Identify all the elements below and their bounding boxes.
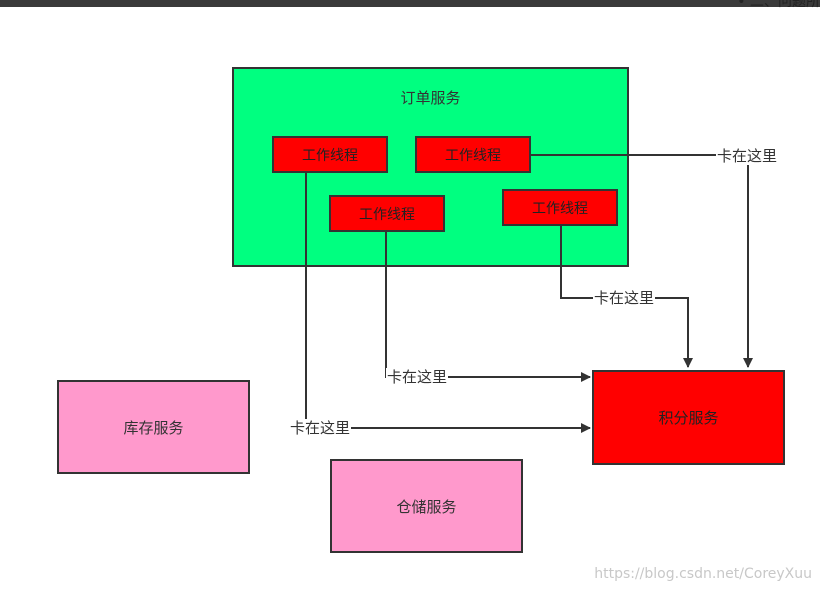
connector-thread-1 [305,173,591,433]
worker-thread-label: 工作线程 [359,206,415,223]
worker-thread-label: 工作线程 [445,147,501,164]
worker-thread-4: 工作线程 [502,189,618,226]
stuck-label-4: 卡在这里 [289,419,352,437]
watermark: https://blog.csdn.net/CoreyXuu [594,566,812,582]
worker-thread-2: 工作线程 [415,136,531,173]
stuck-label-3: 卡在这里 [386,368,449,386]
worker-thread-label: 工作线程 [532,200,588,217]
stuck-label-2: 卡在这里 [593,289,656,307]
warehouse-service-label: 仓储服务 [396,497,457,516]
top-bar: • 二、问题所 [0,0,820,10]
inventory-service-label: 库存服务 [123,418,184,437]
worker-thread-3: 工作线程 [329,195,445,232]
connector-thread-2 [531,154,753,368]
order-service-label: 订单服务 [400,89,461,107]
stuck-label-1: 卡在这里 [716,147,779,165]
points-service-label: 积分服务 [658,409,719,427]
points-service-box: 积分服务 [592,370,785,465]
connector-thread-3 [385,232,591,382]
warehouse-service-box: 仓储服务 [330,459,523,553]
worker-thread-1: 工作线程 [272,136,388,173]
inventory-service-box: 库存服务 [57,380,250,474]
worker-thread-label: 工作线程 [302,147,358,164]
header-partial-text: • 二、问题所 [737,0,820,10]
